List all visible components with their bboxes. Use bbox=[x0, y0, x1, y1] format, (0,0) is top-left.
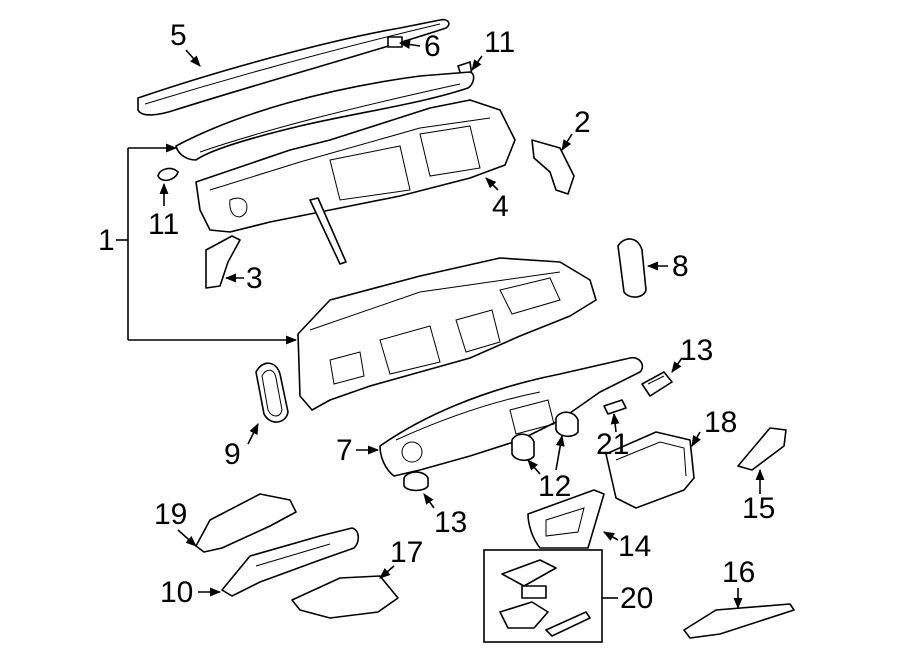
callout-4: 4 bbox=[492, 190, 509, 223]
part-6-clip bbox=[387, 36, 403, 48]
callout-16: 16 bbox=[722, 556, 755, 589]
callout-11-left: 11 bbox=[148, 208, 179, 241]
part-12-vent-right bbox=[555, 411, 579, 438]
callout-12: 12 bbox=[538, 470, 571, 503]
callout-13-lower: 13 bbox=[434, 506, 467, 539]
callout-1: 1 bbox=[98, 224, 115, 257]
callout-8: 8 bbox=[672, 250, 689, 283]
callout-3: 3 bbox=[246, 262, 263, 295]
part-14-cover bbox=[527, 489, 605, 549]
part-21-fastener bbox=[603, 399, 627, 415]
leader-lines bbox=[159, 40, 765, 610]
callout-9: 9 bbox=[224, 438, 241, 471]
callout-1-bracket bbox=[116, 143, 298, 345]
part-11-clip-left bbox=[157, 167, 179, 182]
callout-6: 6 bbox=[424, 30, 441, 63]
callout-15: 15 bbox=[742, 492, 775, 525]
callout-14: 14 bbox=[618, 530, 651, 563]
part-7-trim-bezel bbox=[379, 356, 644, 477]
part-9-bezel bbox=[255, 362, 289, 423]
dash-pad-cover bbox=[175, 71, 475, 161]
callout-13-upper: 13 bbox=[680, 334, 713, 367]
callout-18: 18 bbox=[704, 406, 737, 439]
part-10-lower-panel bbox=[221, 527, 360, 597]
part-16-floor-panel bbox=[683, 603, 795, 639]
part-3-bracket bbox=[205, 235, 241, 289]
callout-7: 7 bbox=[336, 434, 353, 467]
part-5-trim-strip bbox=[137, 18, 450, 116]
part-19-panel bbox=[195, 493, 297, 553]
part-13-vent-lower bbox=[403, 471, 429, 492]
part-15-end-panel bbox=[737, 427, 787, 471]
callout-20: 20 bbox=[620, 582, 653, 615]
part-18-bracket bbox=[605, 431, 695, 509]
callout-5: 5 bbox=[170, 19, 187, 52]
callout-17: 17 bbox=[390, 536, 423, 569]
part-17-panel bbox=[291, 575, 399, 619]
callout-11-top: 11 bbox=[484, 26, 515, 59]
part-4-dash-frame bbox=[195, 99, 516, 265]
part-12-vent-left bbox=[511, 433, 535, 462]
part-8-end-cap bbox=[617, 238, 647, 298]
part-13-vent-upper bbox=[641, 371, 673, 397]
callout-labels: 5 6 11 2 4 11 1 3 8 13 9 7 21 18 12 15 1… bbox=[98, 19, 775, 615]
callout-10: 10 bbox=[160, 576, 193, 609]
part-2-bracket bbox=[531, 139, 575, 195]
callout-2: 2 bbox=[574, 106, 591, 139]
instrument-panel-carrier bbox=[297, 257, 597, 411]
callout-21: 21 bbox=[596, 428, 629, 461]
callout-19: 19 bbox=[154, 498, 187, 531]
part-20-kit bbox=[483, 549, 603, 643]
